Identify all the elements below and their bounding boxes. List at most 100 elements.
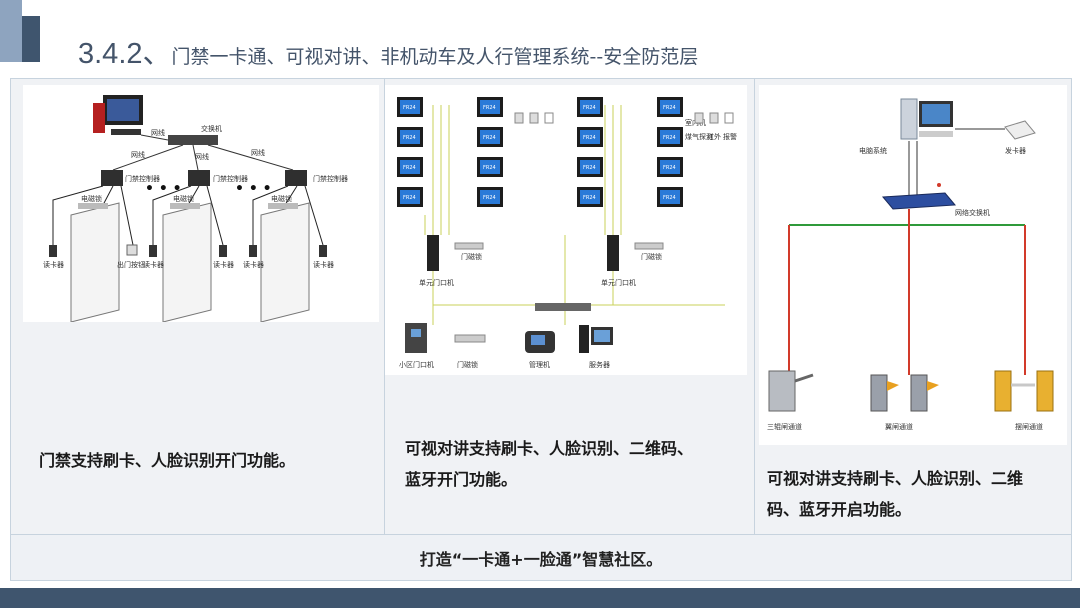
tripod-turnstile-icon (768, 370, 814, 412)
monitor-screen-text: FR24 (583, 135, 596, 141)
wing-gate-label: 翼闸通道 (885, 422, 913, 431)
door-2 (162, 202, 212, 322)
sensor-icon (529, 112, 539, 124)
alarm-label: 报警 (723, 132, 737, 141)
swing-gate-label: 摆闸通道 (1015, 422, 1043, 431)
tripod-gate-label: 三辊闸通道 (767, 422, 802, 431)
network-switch-label: 网络交换机 (955, 208, 990, 217)
controller-icon (188, 170, 210, 186)
monitor-screen-text: FR24 (483, 195, 496, 201)
door-3 (260, 202, 310, 322)
exit-button-icon (126, 244, 138, 256)
controller-icon (101, 170, 123, 186)
reader-label-4: 读卡器 (243, 260, 264, 269)
title-number: 3.4.2、 (78, 38, 172, 70)
switch-label: 交换机 (201, 124, 222, 133)
controller-icon (285, 170, 307, 186)
unit-door-station-icon (607, 235, 619, 271)
network-switch-icon (881, 192, 957, 210)
management-unit-label: 管理机 (529, 360, 550, 369)
reader-label-1: 读卡器 (43, 260, 64, 269)
reader-label-5: 读卡器 (313, 260, 334, 269)
monitor-screen-text: FR24 (403, 195, 416, 201)
pedestrian-gate-description-line2: 码、蓝牙开启功能。 (767, 500, 912, 519)
lock-label-1: 电磁锁 (81, 194, 102, 203)
card-reader-icon (219, 245, 227, 257)
title-text: 门禁一卡通、可视对讲、非机动车及人行管理系统--安全防范层 (171, 46, 699, 68)
infrared-label: 红外 (707, 132, 721, 141)
alarm-icon (724, 112, 734, 124)
switch-icon: 交换机 (168, 124, 222, 145)
reader-label-3: 读卡器 (213, 260, 234, 269)
monitor-screen-text: FR24 (483, 135, 496, 141)
cable-label-1: 网线 (151, 128, 165, 137)
sensor-icon (709, 112, 719, 124)
computer-icon (900, 98, 953, 140)
title-accent-light (0, 0, 22, 62)
title-accent-dark (22, 16, 40, 62)
unit-door-station-label-2: 单元门口机 (601, 278, 636, 287)
monitor-screen-text: FR24 (483, 165, 496, 171)
pedestrian-gate-description-line1: 可视对讲支持刷卡、人脸识别、二维 (767, 469, 1024, 488)
card-reader-icon (319, 245, 327, 257)
access-control-diagram: 交换机 网线 网线 网线 网线 门禁控制器 门禁控制器 (23, 85, 379, 322)
monitor-screen-text: FR24 (663, 105, 676, 111)
community-door-station-icon (405, 323, 427, 353)
controller-label-1: 门禁控制器 (125, 174, 160, 183)
cable-label-3: 网线 (195, 152, 209, 161)
video-intercom-description-line2: 蓝牙开门功能。 (405, 470, 518, 489)
content-frame: 交换机 网线 网线 网线 网线 门禁控制器 门禁控制器 (10, 78, 1072, 581)
video-intercom-description: 可视对讲支持刷卡、人脸识别、二维码、 蓝牙开门功能。 (405, 433, 693, 495)
sensor-icon (694, 112, 704, 124)
server-label: 服务器 (589, 360, 610, 369)
door-lock-label-2: 门磁锁 (641, 252, 662, 261)
card-issuer-icon (1004, 120, 1036, 140)
wing-gate-icon (870, 374, 939, 412)
monitor-screen-text: FR24 (583, 195, 596, 201)
swing-gate-icon (994, 370, 1054, 412)
unit-door-station-label-1: 单元门口机 (419, 278, 454, 287)
monitor-screen-text: FR24 (663, 195, 676, 201)
lock-label-3: 电磁锁 (271, 194, 292, 203)
gate-cables (788, 209, 1026, 375)
door-lock-label-1: 门磁锁 (461, 252, 482, 261)
card-issuer-label: 发卡器 (1005, 146, 1026, 155)
monitor-screen-text: FR24 (403, 135, 416, 141)
community-door-station-label: 小区门口机 (399, 360, 434, 369)
door-lock-icon (454, 334, 486, 343)
page-title: 3.4.2、门禁一卡通、可视对讲、非机动车及人行管理系统--安全防范层 (78, 30, 698, 72)
door-lock-icon (454, 242, 484, 250)
monitor-screen-text: FR24 (403, 105, 416, 111)
exit-button-label: 出门按钮 (117, 260, 145, 269)
controller-label-3: 门禁控制器 (313, 174, 348, 183)
network-cables (112, 134, 294, 171)
pedestrian-gate-diagram: 电脑系统 发卡器 网络交换机 (759, 85, 1067, 445)
monitor-screen-text: FR24 (483, 105, 496, 111)
computer-system-label: 电脑系统 (859, 146, 887, 155)
card-reader-icon (249, 245, 257, 257)
pedestrian-gate-description: 可视对讲支持刷卡、人脸识别、二维 码、蓝牙开启功能。 (767, 463, 1023, 525)
server-icon (579, 325, 589, 353)
door-lock-label-3: 门磁锁 (457, 360, 478, 369)
panel-pedestrian-gate: 电脑系统 发卡器 网络交换机 (755, 79, 1071, 534)
monitor-screen-text: FR24 (663, 135, 676, 141)
alarm-icon (544, 112, 554, 124)
unit-door-station-icon (427, 235, 439, 271)
controller-label-2: 门禁控制器 (213, 174, 248, 183)
video-intercom-description-line1: 可视对讲支持刷卡、人脸识别、二维码、 (405, 439, 694, 458)
bottom-bar (0, 588, 1080, 608)
ellipsis-2: • • • (235, 181, 272, 197)
access-control-description: 门禁支持刷卡、人脸识别开门功能。 (39, 451, 296, 470)
network-switch-icon (535, 303, 591, 311)
sensor-icon (514, 112, 524, 124)
cable-label-2: 网线 (131, 150, 145, 159)
monitor-screen-text: FR24 (403, 165, 416, 171)
card-reader-icon (149, 245, 157, 257)
monitor-screen-text: FR24 (583, 105, 596, 111)
footer-slogan: 打造“一卡通+一脸通”智慧社区。 (11, 534, 1071, 581)
cable-label-4: 网线 (251, 148, 265, 157)
monitor-screen-text: FR24 (583, 165, 596, 171)
reader-label-2: 读卡器 (143, 260, 164, 269)
